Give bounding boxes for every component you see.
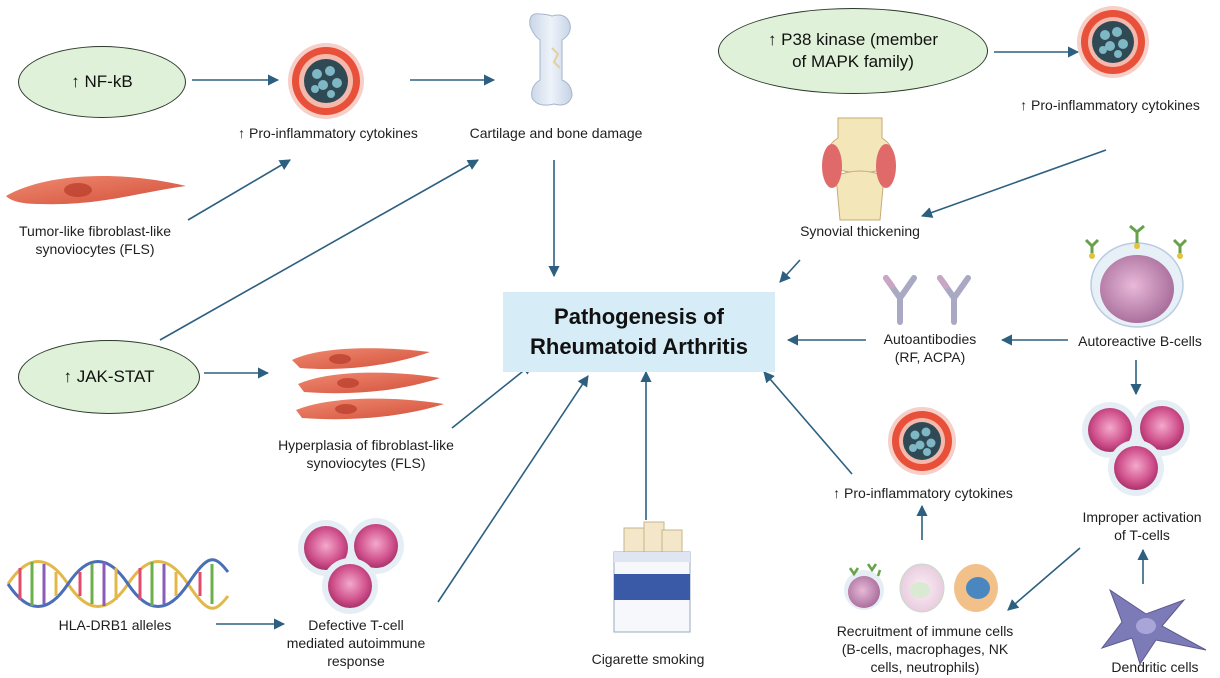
bone-icon <box>529 13 573 106</box>
improper-activation-label: Improper activation of T-cells <box>1064 508 1220 544</box>
pathogenesis-title-box: Pathogenesis of Rheumatoid Arthritis <box>503 292 775 372</box>
arrows <box>159 46 1149 630</box>
antibody-icon <box>883 275 971 325</box>
nfkb-label: ↑ NF-kB <box>71 72 133 91</box>
cytokine-cell-icon <box>288 43 364 119</box>
p38-label-line2: of MAPK family) <box>792 52 914 71</box>
cytokines-label-immune: ↑ Pro-inflammatory cytokines <box>833 485 1013 501</box>
fibroblast-cluster-icon <box>292 348 444 420</box>
tumor-fls-line1: Tumor-like fibroblast-like <box>19 223 171 239</box>
b-cell-icon <box>1084 224 1188 328</box>
defective-line2: mediated autoimmune <box>286 635 426 651</box>
smoking-label: Cigarette smoking <box>591 651 705 667</box>
arrow-hyperplasia-to-center <box>451 363 533 429</box>
p38-oval: ↑ P38 kinase (member of MAPK family) <box>718 8 988 94</box>
center-title-line1: Pathogenesis of <box>554 304 724 329</box>
hyperplasia-label: Hyperplasia of fibroblast-like synoviocy… <box>236 436 496 472</box>
p38-label-line1: ↑ P38 kinase (member <box>767 30 939 49</box>
recruitment-label: Recruitment of immune cells (B-cells, ma… <box>810 622 1040 676</box>
defective-line3: response <box>327 653 385 669</box>
recruit-line2: (B-cells, macrophages, NK <box>841 641 1009 657</box>
t-cell-cluster-icon <box>298 518 404 614</box>
tumor-fls-label: Tumor-like fibroblast-like synoviocytes … <box>0 222 190 258</box>
jakstat-oval: ↑ JAK-STAT <box>18 340 200 414</box>
t-cell-cluster-icon <box>1082 400 1190 496</box>
autoantibodies-line2: (RF, ACPA) <box>894 349 966 365</box>
hla-label: HLA-DRB1 alleles <box>58 617 172 633</box>
knee-joint-icon <box>822 117 896 221</box>
dna-helix-icon <box>6 558 230 610</box>
defective-tcell-label: Defective T-cell mediated autoimmune res… <box>276 616 436 670</box>
synovial-label: Synovial thickening <box>800 223 920 239</box>
recruit-line1: Recruitment of immune cells <box>836 623 1014 639</box>
arrow-jakstat-to-cartilage <box>159 159 479 341</box>
arrow-improper-to-recruitment <box>1007 547 1081 611</box>
hyperplasia-line2: synoviocytes (FLS) <box>306 455 426 471</box>
immune-cells-icon <box>844 563 998 613</box>
autoreactive-b-label: Autoreactive B-cells <box>1078 333 1202 349</box>
cytokines-label-p38: ↑ Pro-inflammatory cytokines <box>1020 97 1200 113</box>
improper-line2: of T-cells <box>1114 527 1170 543</box>
cytokines-label-nfkb: ↑ Pro-inflammatory cytokines <box>238 125 418 141</box>
defective-line1: Defective T-cell <box>308 617 404 633</box>
jakstat-label: ↑ JAK-STAT <box>63 367 155 386</box>
dendritic-cell-icon <box>1100 588 1207 666</box>
autoantibodies-line1: Autoantibodies <box>883 331 977 347</box>
nfkb-oval: ↑ NF-kB <box>18 46 186 118</box>
fibroblast-icon <box>6 175 186 205</box>
arrow-synovial-to-center <box>779 259 801 283</box>
dendritic-label: Dendritic cells <box>1111 659 1199 675</box>
improper-line1: Improper activation <box>1082 509 1202 525</box>
arrow-fls-to-cytokines <box>187 159 291 221</box>
cigarette-pack-icon <box>613 521 691 633</box>
cytokine-cell-icon <box>888 407 956 475</box>
center-title-line2: Rheumatoid Arthritis <box>530 334 748 359</box>
arrow-cytokines-immune-to-center <box>763 371 853 475</box>
tumor-fls-line2: synoviocytes (FLS) <box>35 241 155 257</box>
arrow-defective-to-center <box>437 375 589 603</box>
hyperplasia-line1: Hyperplasia of fibroblast-like <box>278 437 454 453</box>
recruit-line3: cells, neutrophils) <box>870 659 980 675</box>
arrow-cytokines-to-synovial <box>920 149 1107 218</box>
cytokine-cell-icon <box>1077 6 1149 78</box>
autoantibodies-label: Autoantibodies (RF, ACPA) <box>860 330 1000 366</box>
cartilage-label: Cartilage and bone damage <box>469 125 643 141</box>
